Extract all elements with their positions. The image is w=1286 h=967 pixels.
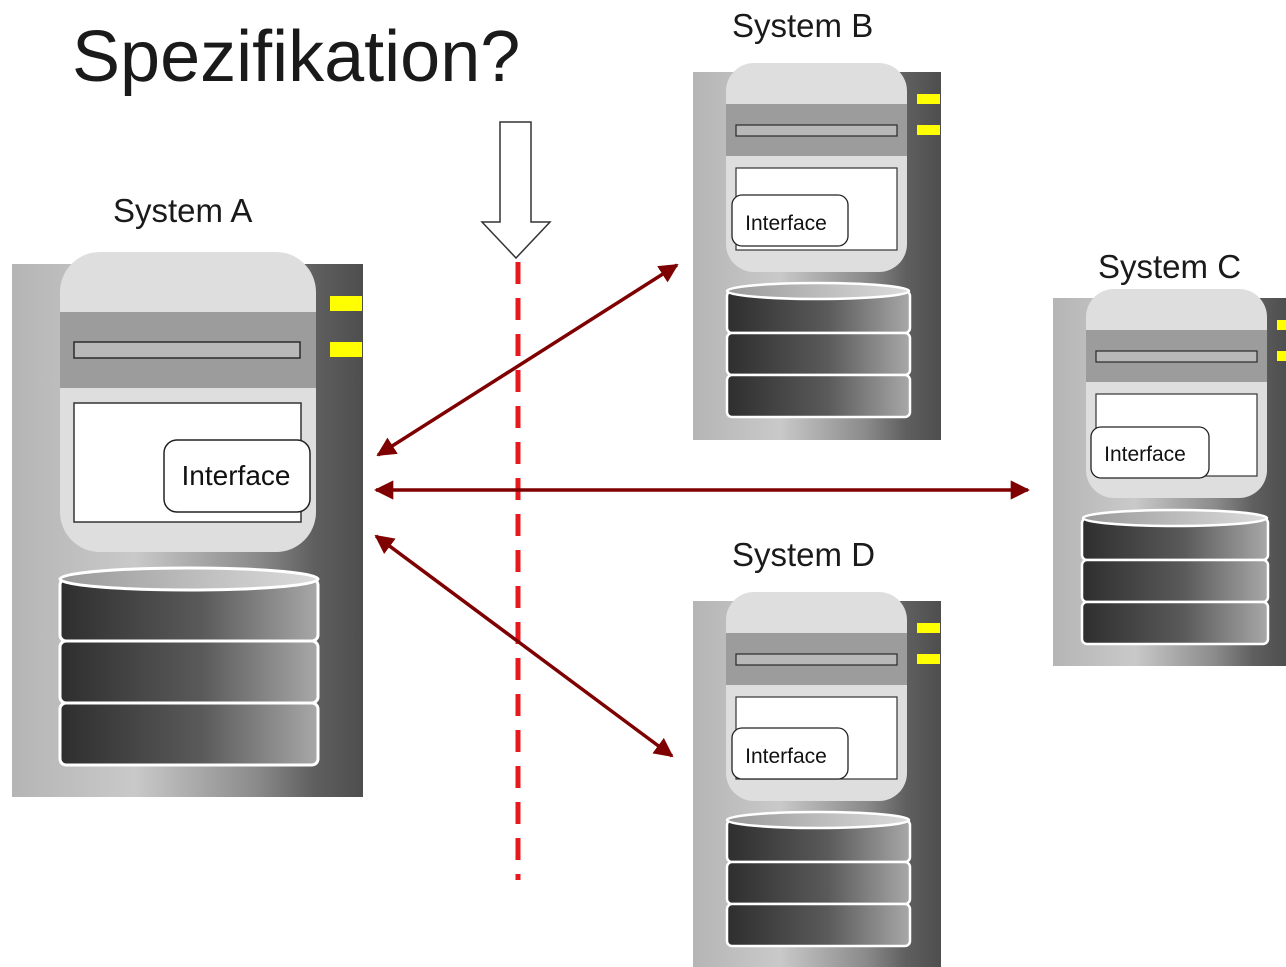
- system-c-label: System C: [1098, 248, 1242, 285]
- system-d-label: System D: [732, 536, 876, 573]
- indicator-light: [330, 342, 362, 357]
- system-d-interface: Interface: [731, 727, 849, 780]
- system-d-server: Interface: [693, 592, 941, 967]
- system-a-label: System A: [113, 192, 253, 229]
- system-c-interface-label: Interface: [1104, 443, 1186, 466]
- indicator-light: [1277, 320, 1286, 330]
- indicator-light: [917, 623, 940, 633]
- indicator-light: [917, 94, 940, 104]
- system-b-interface-label: Interface: [745, 212, 827, 235]
- indicator-light: [917, 125, 940, 135]
- system-a-interface-label: Interface: [182, 460, 291, 491]
- system-c-disk-stack: [1080, 508, 1270, 646]
- specification-pointer-arrow: [480, 121, 552, 260]
- system-c-server: Interface: [1053, 289, 1286, 666]
- indicator-light: [1277, 351, 1286, 361]
- indicator-light: [330, 296, 362, 311]
- system-a-server: Interface: [12, 252, 363, 797]
- system-d-disk-stack: [725, 810, 912, 948]
- system-b-server: Interface: [693, 63, 941, 440]
- system-c-interface: Interface: [1090, 426, 1210, 479]
- system-a-interface: Interface: [163, 439, 311, 513]
- system-b-label: System B: [732, 7, 874, 44]
- system-b-interface: Interface: [731, 194, 849, 247]
- connection-arrow-a-d: [374, 534, 674, 758]
- connection-arrow-a-b: [376, 263, 679, 457]
- page-title: Spezifikation?: [72, 17, 521, 97]
- system-b-disk-stack: [725, 281, 912, 419]
- system-d-interface-label: Interface: [745, 745, 827, 768]
- system-a-disk-stack: [58, 566, 320, 767]
- indicator-light: [917, 654, 940, 664]
